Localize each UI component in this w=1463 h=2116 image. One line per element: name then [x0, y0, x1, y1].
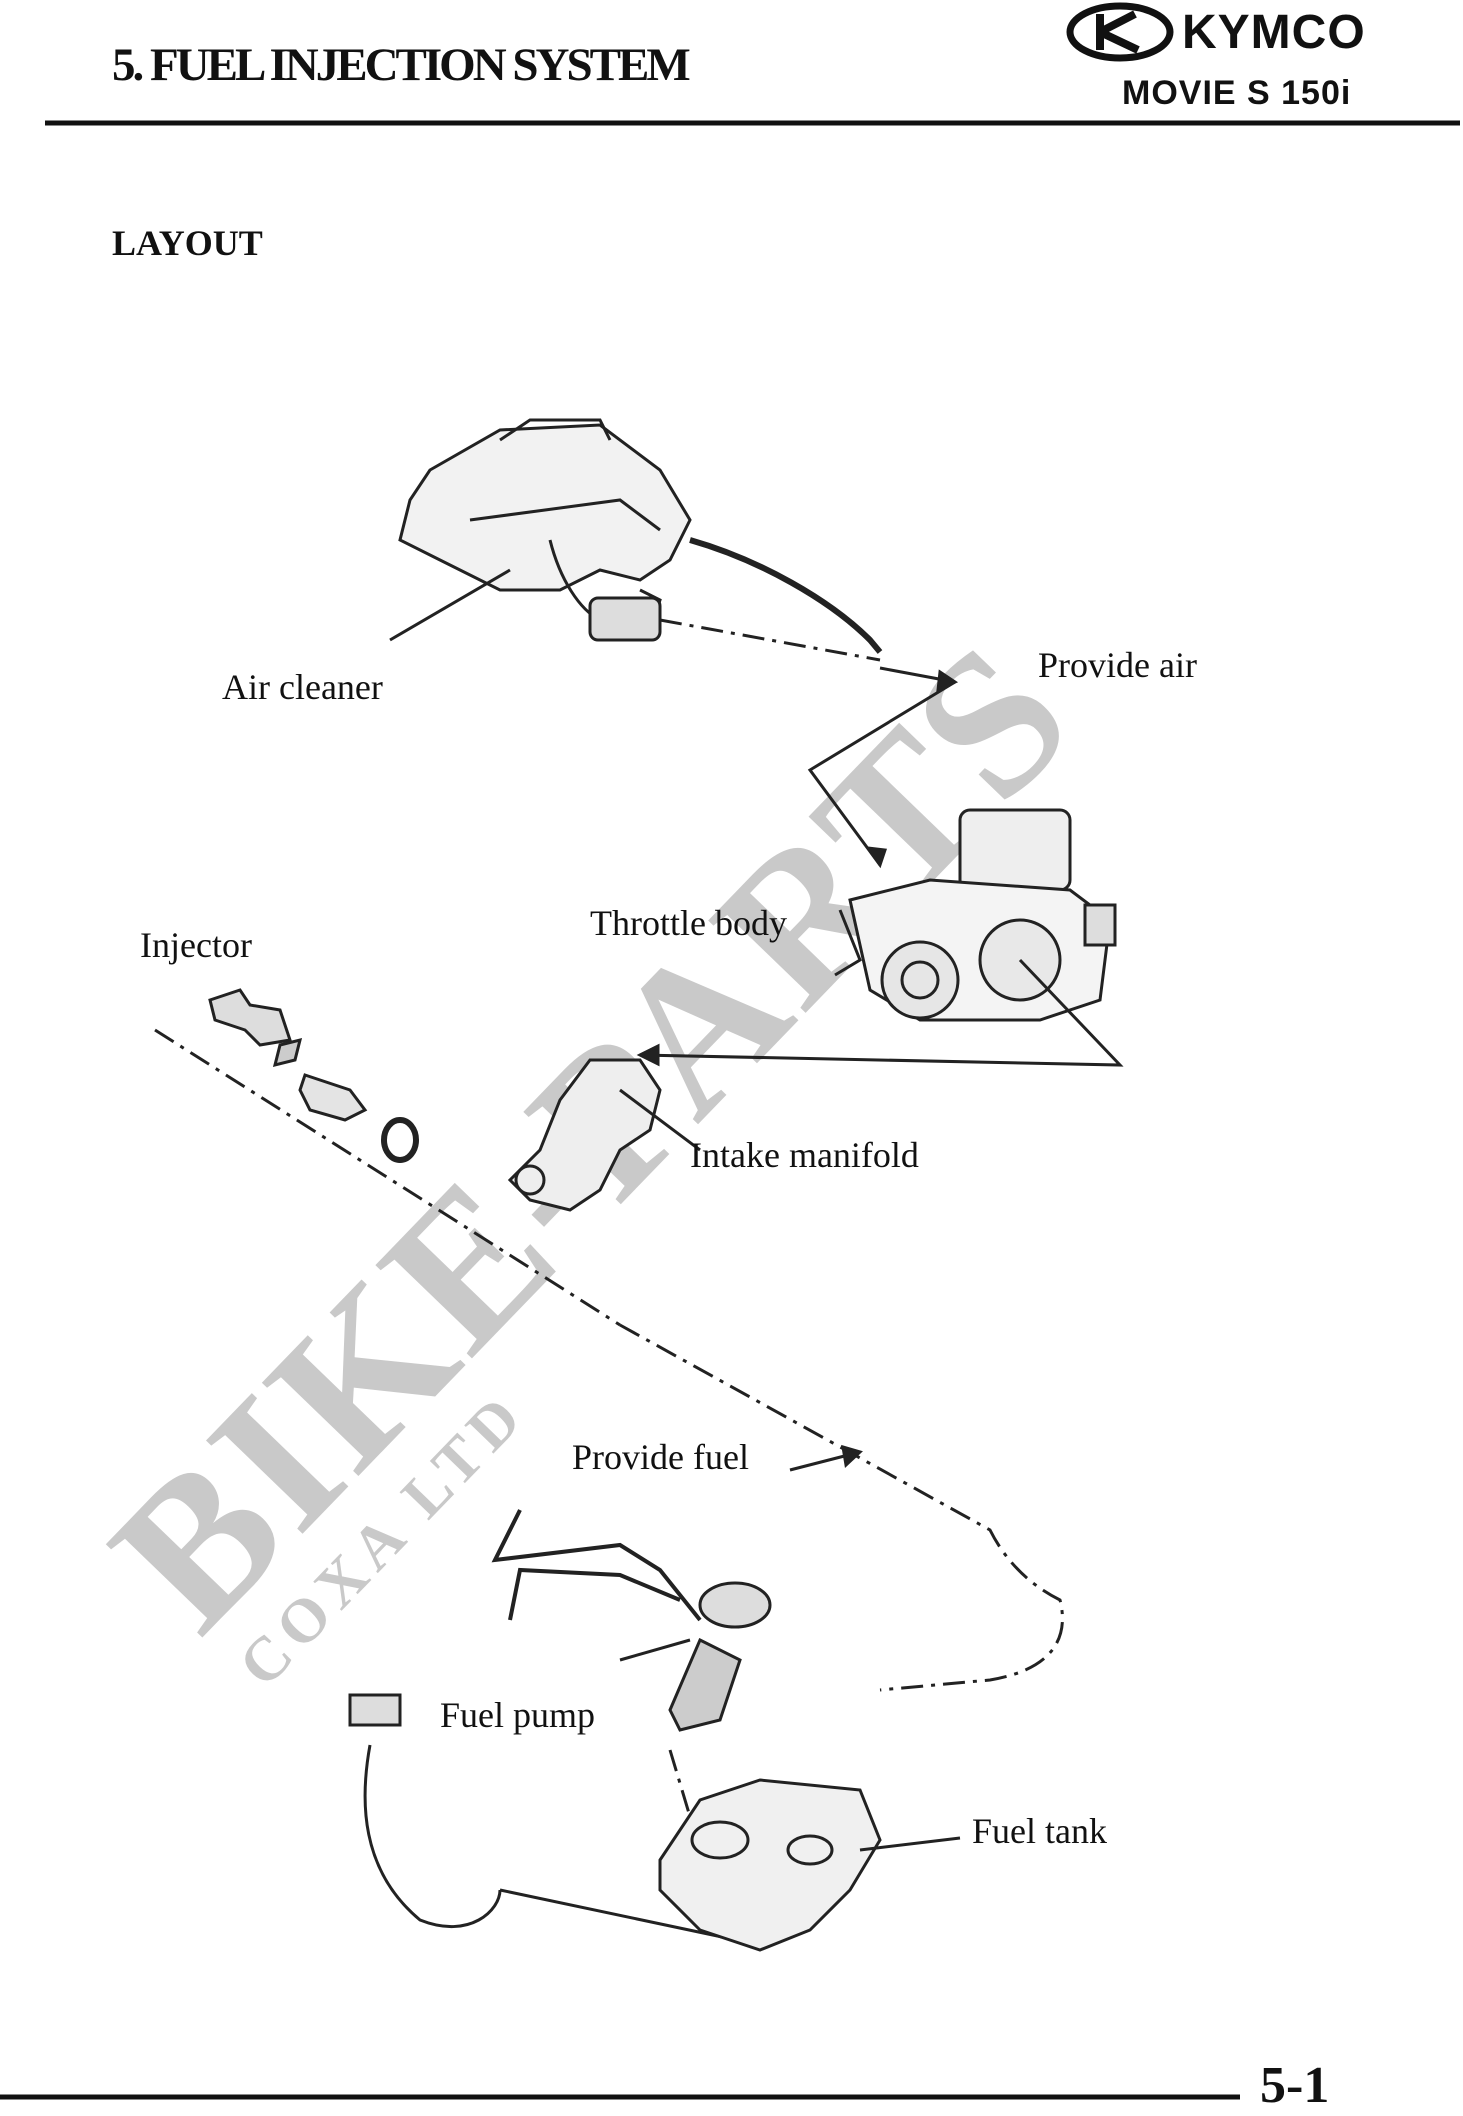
air-flow-arrows	[659, 618, 959, 869]
injector-drawing	[154, 988, 621, 1327]
air-cleaner-drawing	[389, 418, 883, 654]
chapter-title: 5. FUEL INJECTION SYSTEM	[112, 39, 691, 91]
intake-manifold-drawing	[507, 1058, 701, 1212]
model-name: MOVIE S 150i	[1122, 74, 1352, 112]
throttle-body-drawing	[636, 808, 1124, 1067]
page-number: 5-1	[1260, 2057, 1330, 2114]
label-provide-air: Provide air	[1038, 645, 1197, 685]
label-injector: Injector	[140, 925, 252, 965]
section-heading: LAYOUT	[112, 223, 263, 263]
label-air-cleaner: Air cleaner	[222, 667, 383, 707]
fuel-line-drawing	[619, 1323, 1064, 1692]
kymco-logo: KYMCO	[1066, 2, 1366, 62]
label-fuel-pump: Fuel pump	[440, 1695, 596, 1735]
label-fuel-tank: Fuel tank	[972, 1811, 1107, 1851]
brand-text: KYMCO	[1182, 6, 1366, 59]
fuel-tank-drawing	[658, 1778, 961, 1952]
label-throttle-body: Throttle body	[590, 903, 787, 943]
label-intake-manifold: Intake manifold	[690, 1135, 919, 1175]
label-provide-fuel: Provide fuel	[572, 1437, 749, 1477]
fuel-pump-drawing	[348, 1509, 772, 1947]
